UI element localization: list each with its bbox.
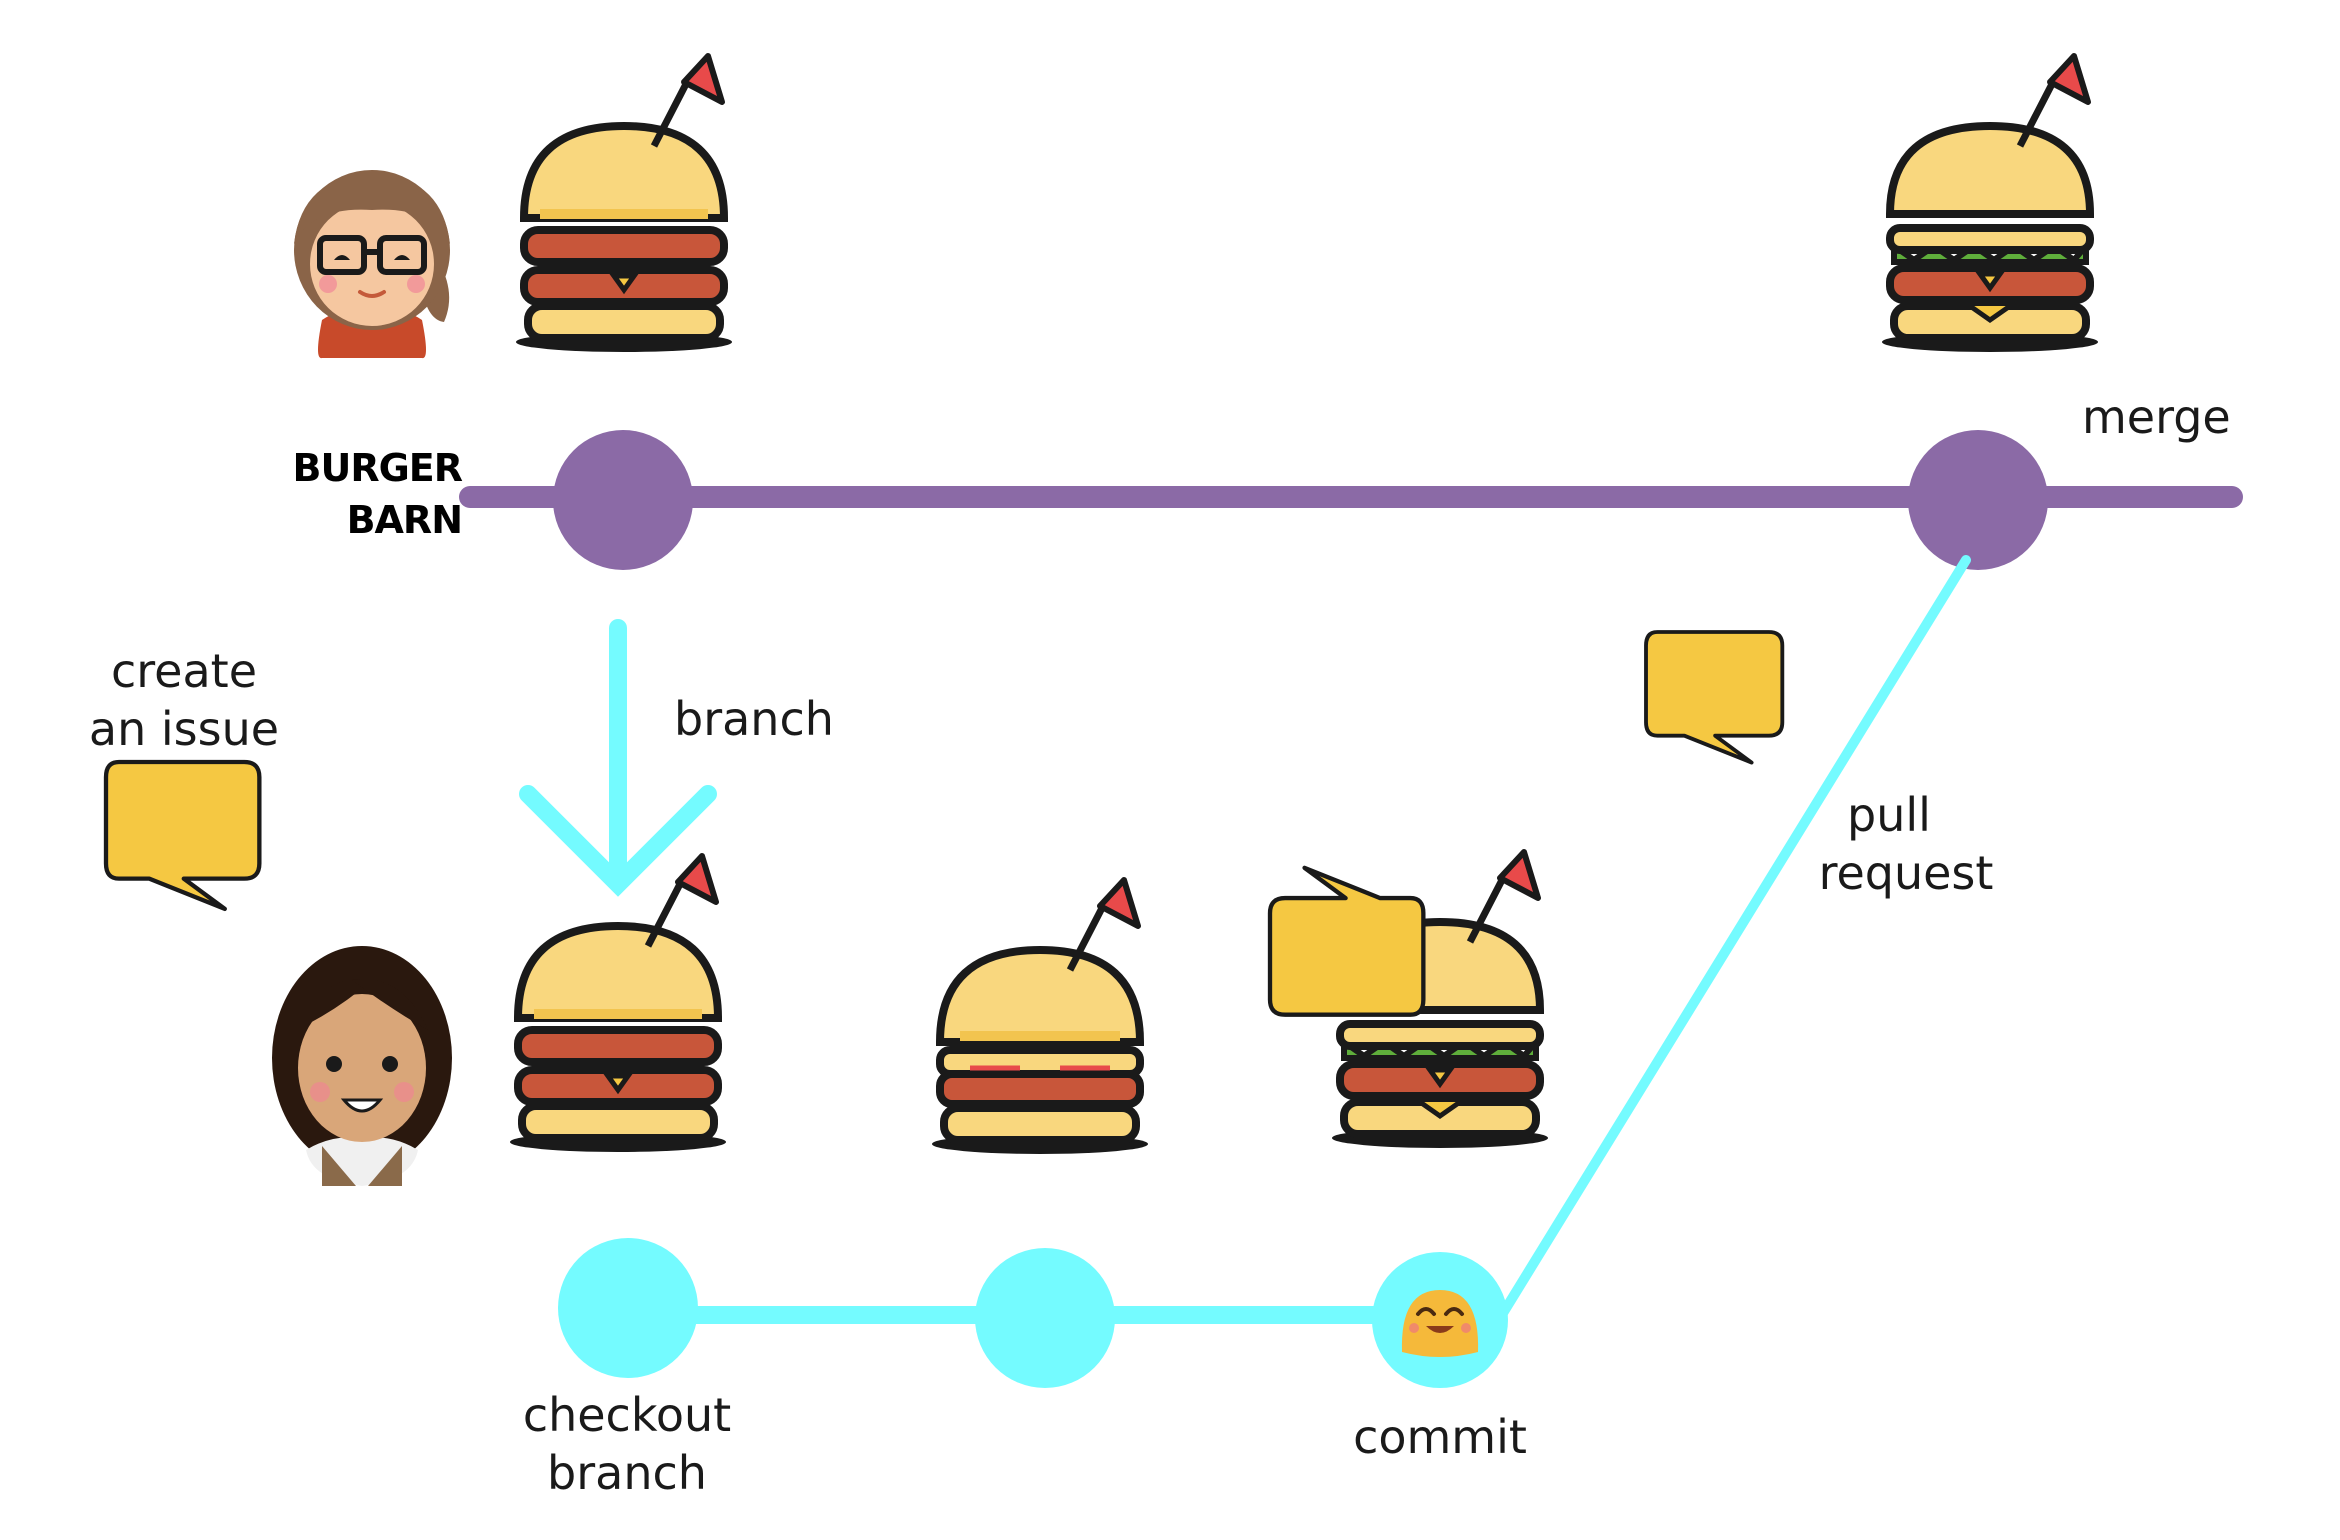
branch-arrow <box>519 619 717 897</box>
burger-main-merged-icon <box>1882 56 2098 352</box>
create-issue-label: create an issue <box>88 644 280 756</box>
pull-request-line <box>1495 555 1971 1323</box>
avatar-maintainer <box>294 170 450 359</box>
speech-bubble-issue-icon <box>106 762 259 909</box>
speech-bubble-review-icon <box>1644 630 1785 765</box>
feature-node-checkout <box>558 1238 698 1378</box>
pull-request-label: pull request <box>1818 788 1994 900</box>
branch-label: branch <box>674 692 834 746</box>
avatar-contributor <box>272 946 452 1186</box>
feature-node-middle <box>975 1248 1115 1388</box>
brand-line-2: BARN <box>346 498 463 542</box>
commit-label: commit <box>1353 1410 1527 1464</box>
burger-edited-icon <box>932 880 1148 1154</box>
main-branch-node-merge <box>1908 430 2048 570</box>
speech-bubble-discussion-icon <box>1270 868 1423 1015</box>
smiley-icon <box>1401 1290 1479 1357</box>
merge-label: merge <box>2082 390 2231 444</box>
main-branch-node-start <box>553 430 693 570</box>
checkout-branch-label: checkout branch <box>522 1388 732 1500</box>
burger-checkout-icon <box>510 856 726 1152</box>
repo-brand-label: BURGER BARN <box>272 442 464 546</box>
brand-line-1: BURGER <box>292 446 464 490</box>
burger-main-initial-icon <box>516 56 732 352</box>
